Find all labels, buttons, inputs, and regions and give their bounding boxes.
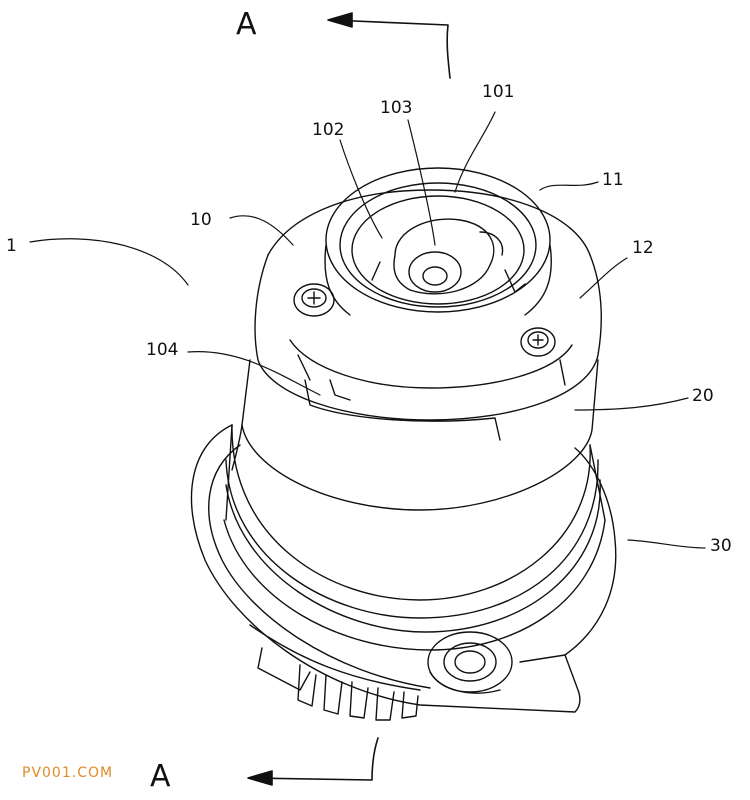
leader-103 xyxy=(407,119,436,246)
leader-20 xyxy=(574,397,689,411)
screw-left xyxy=(293,283,335,317)
section-mark-top: A xyxy=(236,7,257,42)
mounting-boss-ring xyxy=(443,642,497,682)
section-arrow-bottom xyxy=(247,737,379,786)
heat-sink-fins xyxy=(257,647,419,721)
label-part-11: 11 xyxy=(602,170,624,190)
leader-11 xyxy=(539,181,599,191)
leader-104 xyxy=(187,351,321,396)
leader-102 xyxy=(339,139,383,239)
leader-10 xyxy=(229,215,294,246)
label-assembly-1: 1 xyxy=(6,236,17,256)
mounting-hole xyxy=(454,650,486,674)
leader-1 xyxy=(29,238,189,286)
label-part-12: 12 xyxy=(632,238,654,258)
screw-right xyxy=(520,327,556,357)
label-part-30: 30 xyxy=(710,536,732,556)
label-part-101: 101 xyxy=(482,82,515,102)
leader-lines xyxy=(29,111,706,549)
label-part-103: 103 xyxy=(380,98,413,118)
section-mark-bottom: A xyxy=(150,759,171,794)
label-part-20: 20 xyxy=(692,386,714,406)
upper-housing xyxy=(254,189,602,421)
section-arrow-top xyxy=(327,12,451,79)
top-rim xyxy=(324,167,552,316)
base-flange xyxy=(190,424,617,713)
watermark: PV001.COM xyxy=(22,765,114,781)
inner-valve xyxy=(371,218,526,295)
mounting-boss-outer xyxy=(427,631,513,693)
label-part-10: 10 xyxy=(190,210,212,230)
main-housing xyxy=(231,359,599,511)
leader-101 xyxy=(454,111,496,193)
leader-12 xyxy=(579,257,628,299)
label-part-102: 102 xyxy=(312,120,345,140)
leader-30 xyxy=(627,539,706,549)
label-part-104: 104 xyxy=(146,340,179,360)
lower-body xyxy=(223,424,606,651)
